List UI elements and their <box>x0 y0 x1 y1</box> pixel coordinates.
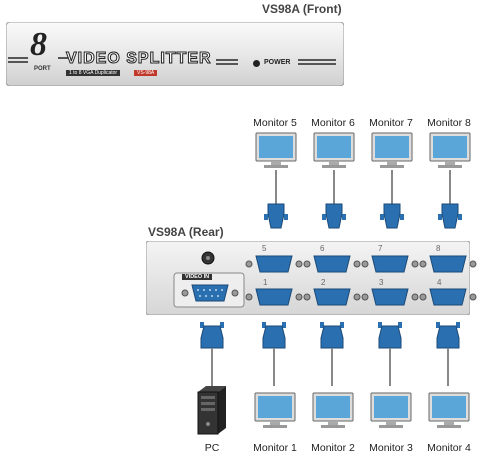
cable-1 <box>262 322 286 386</box>
cable-3 <box>378 322 402 386</box>
monitor-4-icon <box>428 392 470 430</box>
rear-title: VS98A (Rear) <box>148 225 224 239</box>
port-7-connector-icon <box>360 254 420 274</box>
port-8-number: 8 <box>436 244 441 253</box>
front-product-name: VIDEO SPLITTER <box>66 50 212 68</box>
front-title: VS98A (Front) <box>262 2 342 16</box>
pc-tower-icon <box>192 386 232 436</box>
port-1-number: 1 <box>263 278 268 287</box>
monitor-7-icon <box>371 132 413 170</box>
monitor-8-label: Monitor 8 <box>427 117 471 129</box>
cable-6 <box>322 170 346 229</box>
port-3-connector-icon <box>360 287 420 307</box>
monitor-5-icon <box>255 132 297 170</box>
port-4-connector-icon <box>418 287 478 307</box>
monitor-4-label: Monitor 4 <box>427 442 471 454</box>
port-5-number: 5 <box>262 244 267 253</box>
monitor-3-icon <box>370 392 412 430</box>
monitor-1-label: Monitor 1 <box>253 442 297 454</box>
cable-4 <box>436 322 460 386</box>
cable-7 <box>380 170 404 229</box>
front-subtitle: 1 to 8 VGA Duplicator <box>66 70 121 76</box>
pc-label: PC <box>204 442 220 454</box>
power-led-icon <box>253 60 260 67</box>
monitor-6-icon <box>313 132 355 170</box>
port-3-number: 3 <box>379 278 384 287</box>
front-model-badge: VS-98A <box>134 70 158 76</box>
monitor-5-label: Monitor 5 <box>253 117 297 129</box>
port-4-number: 4 <box>437 278 442 287</box>
port-6-connector-icon <box>302 254 362 274</box>
front-panel <box>6 22 344 86</box>
video-in-label: VIDEO IN <box>182 274 213 280</box>
front-power-label: POWER <box>264 59 291 66</box>
monitor-7-label: Monitor 7 <box>369 117 413 129</box>
port-6-number: 6 <box>320 244 325 253</box>
cable-2 <box>320 322 344 386</box>
port-2-number: 2 <box>321 278 326 287</box>
port-2-connector-icon <box>302 287 362 307</box>
port-5-connector-icon <box>244 254 304 274</box>
cable-8 <box>438 170 462 229</box>
port-8-connector-icon <box>418 254 478 274</box>
front-port-text: PORT <box>34 66 51 72</box>
top-cables <box>0 170 500 240</box>
monitor-6-label: Monitor 6 <box>311 117 355 129</box>
monitor-1-icon <box>254 392 296 430</box>
port-7-number: 7 <box>378 244 383 253</box>
cable-pc <box>200 322 224 386</box>
front-big-digit: 8 <box>30 26 47 63</box>
cable-5 <box>264 170 288 229</box>
bottom-cables <box>0 318 500 386</box>
video-in-port-icon <box>180 282 240 304</box>
monitor-3-label: Monitor 3 <box>369 442 413 454</box>
monitor-2-icon <box>312 392 354 430</box>
monitor-2-label: Monitor 2 <box>311 442 355 454</box>
monitor-8-icon <box>429 132 471 170</box>
port-1-connector-icon <box>244 287 304 307</box>
